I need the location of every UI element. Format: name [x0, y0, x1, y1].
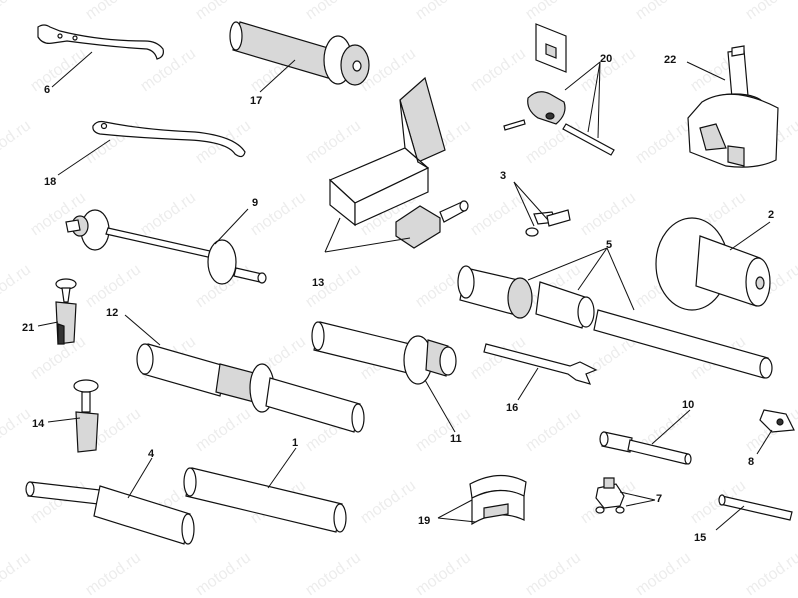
callout-4: 4 — [148, 448, 155, 460]
callout-8: 8 — [748, 456, 754, 468]
watermark-text: motod.ru — [0, 261, 34, 311]
tool-19-split-bushing — [469, 474, 527, 526]
watermark-text: motod.ru — [578, 189, 639, 239]
watermark-text: motod.ru — [83, 261, 144, 311]
callout-17: 17 — [250, 95, 262, 107]
tool-22-threaded-puller — [687, 45, 779, 168]
watermark-text: motod.ru — [633, 117, 694, 167]
callout-22: 22 — [664, 54, 676, 66]
tool-21-small-puller — [55, 278, 77, 345]
tool-6-hook-spanner — [37, 24, 164, 60]
watermark-text: motod.ru — [303, 0, 364, 23]
watermark-text: motod.ru — [743, 0, 798, 23]
tool-14-small-puller — [73, 379, 99, 453]
callout-3: 3 — [500, 170, 506, 182]
callout-15: 15 — [694, 532, 706, 544]
watermark-text: motod.ru — [633, 0, 694, 23]
tool-5-stepped-drift-and-rod — [457, 265, 773, 379]
callout-1: 1 — [292, 437, 298, 449]
callout-11: 11 — [450, 433, 462, 445]
callout-18: 18 — [44, 176, 56, 188]
tool-4-drift — [25, 481, 195, 545]
watermark-text: motod.ru — [633, 549, 694, 598]
tool-2-large-bushing — [655, 217, 771, 311]
tool-1-bar — [183, 467, 347, 533]
watermark-text: motod.ru — [83, 549, 144, 598]
callout-12: 12 — [106, 307, 118, 319]
callout-5: 5 — [606, 239, 612, 251]
watermark-text: motod.ru — [0, 405, 34, 455]
watermark-text: motod.ru — [523, 549, 584, 598]
tool-12-stepped-shaft — [136, 343, 365, 433]
callout-14: 14 — [32, 418, 45, 430]
watermark-text: motod.ru — [138, 45, 199, 95]
tool-8-knob — [759, 409, 795, 433]
callout-7: 7 — [656, 493, 662, 505]
watermark-text: motod.ru — [523, 0, 584, 23]
callout-6: 6 — [44, 84, 50, 96]
watermark-text: motod.ru — [523, 405, 584, 455]
watermark-text: motod.ru — [193, 405, 254, 455]
watermark-text: motod.ru — [358, 477, 419, 527]
watermark-text: motod.ru — [28, 45, 89, 95]
watermark-text: motod.ru — [468, 189, 529, 239]
tool-13-box-and-puller — [328, 76, 469, 249]
watermark-text: motod.ru — [0, 0, 34, 23]
watermark-text: motod.ru — [193, 549, 254, 598]
watermark-text: motod.ru — [413, 549, 474, 598]
watermark-text: motod.ru — [743, 549, 798, 598]
tool-9-puller-rod — [65, 209, 267, 285]
tool-16-open-wrench — [483, 343, 598, 385]
tool-15-pin — [718, 494, 793, 521]
tool-17-drift — [229, 21, 370, 86]
callout-16: 16 — [506, 402, 518, 414]
watermark-text: motod.ru — [303, 117, 364, 167]
callout-10: 10 — [682, 399, 694, 411]
watermark-text: motod.ru — [303, 549, 364, 598]
tool-3-pins-clips — [525, 209, 571, 237]
tool-18-hook-spanner — [92, 120, 246, 158]
callout-2: 2 — [768, 209, 774, 221]
callout-19: 19 — [418, 515, 430, 527]
watermark-text: motod.ru — [138, 189, 199, 239]
callout-9: 9 — [252, 197, 258, 209]
callout-13: 13 — [312, 277, 324, 289]
watermark-text: motod.ru — [0, 549, 34, 598]
callout-21: 21 — [22, 322, 34, 334]
tool-7-adapter — [595, 477, 625, 514]
watermark-text: motod.ru — [0, 117, 34, 167]
watermark-text: motod.ru — [193, 0, 254, 23]
watermark-text: motod.ru — [413, 0, 474, 23]
watermark-text: motod.ru — [83, 0, 144, 23]
tool-11-drift-collar — [311, 321, 457, 385]
tool-20-plate-block-pins — [503, 23, 615, 156]
callout-20: 20 — [600, 53, 612, 65]
watermark-text: motod.ru — [468, 45, 529, 95]
watermark-text: motod.ru — [523, 117, 584, 167]
tool-10-pin-drift — [599, 431, 692, 465]
